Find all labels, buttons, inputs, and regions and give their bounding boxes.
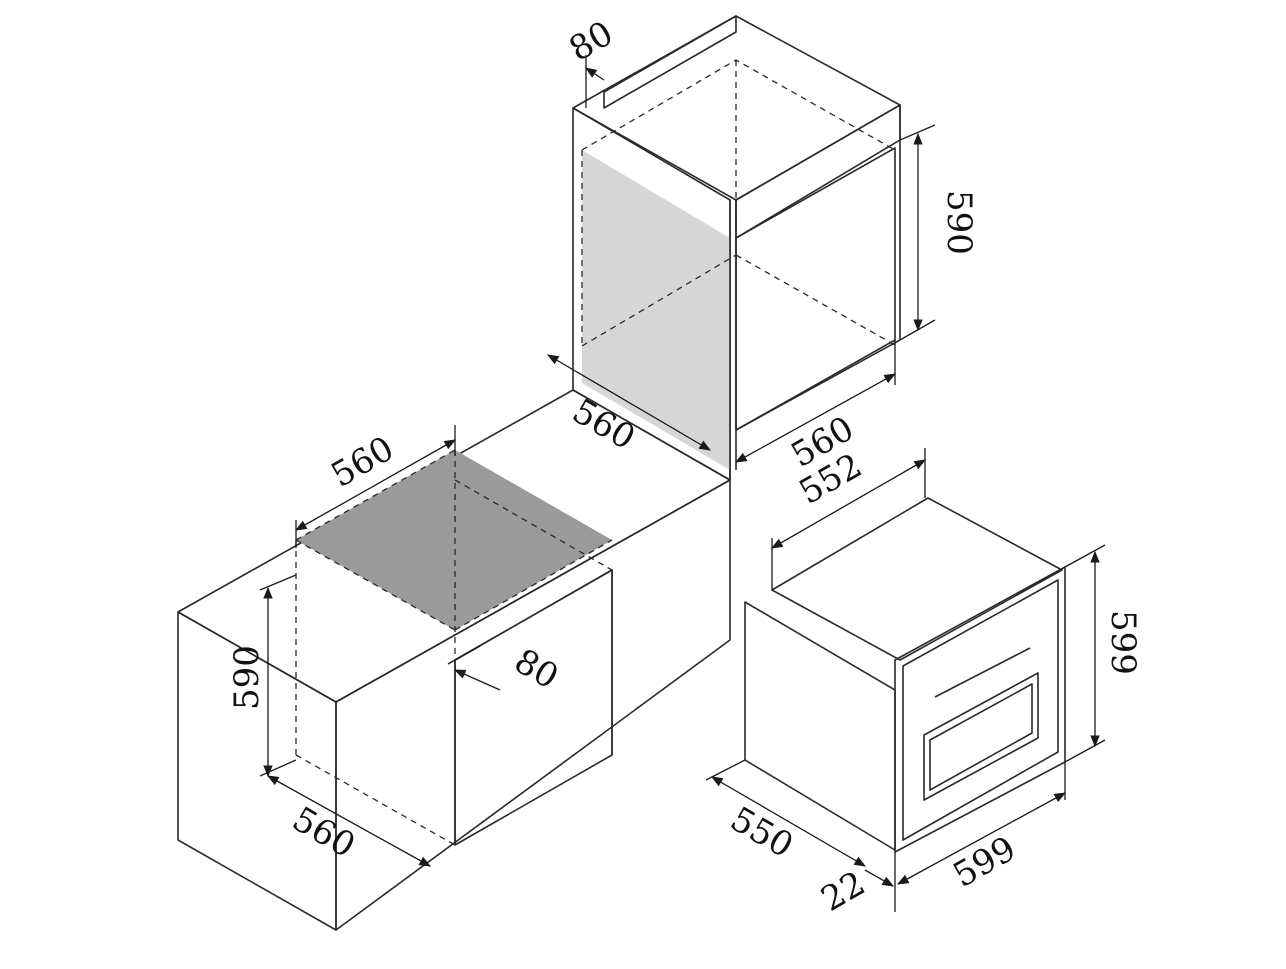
label-oven-width: 599 bbox=[947, 829, 1023, 896]
oven-window bbox=[923, 672, 1039, 801]
label-base-gap: 80 bbox=[508, 641, 565, 697]
label-tall-height: 590 bbox=[939, 190, 979, 255]
dimension-labels: 80 590 560 560 560 590 560 80 552 599 59… bbox=[227, 14, 1143, 920]
label-oven-depth: 550 bbox=[724, 799, 800, 866]
base-cabinet-cutout bbox=[295, 449, 613, 846]
tall-cabinet-back-strip bbox=[603, 15, 737, 109]
label-base-height: 590 bbox=[227, 645, 267, 710]
oven-control-line bbox=[934, 647, 1031, 698]
label-tall-top-gap: 80 bbox=[563, 14, 620, 70]
dimension-lines bbox=[259, 55, 1106, 912]
label-oven-front-thickness: 22 bbox=[815, 864, 872, 920]
label-oven-height: 599 bbox=[1103, 610, 1143, 675]
tall-cabinet-right-side bbox=[735, 104, 901, 239]
oven-front-frame bbox=[902, 579, 1059, 841]
label-base-depth: 560 bbox=[286, 799, 362, 866]
oven-front-panel bbox=[894, 566, 1066, 853]
oven-window-inner bbox=[929, 683, 1033, 791]
label-base-width: 560 bbox=[325, 429, 401, 496]
tall-hidden-edges bbox=[581, 59, 896, 151]
oven bbox=[744, 497, 1066, 853]
counter-left bbox=[177, 611, 337, 931]
tall-cabinet bbox=[572, 15, 901, 481]
